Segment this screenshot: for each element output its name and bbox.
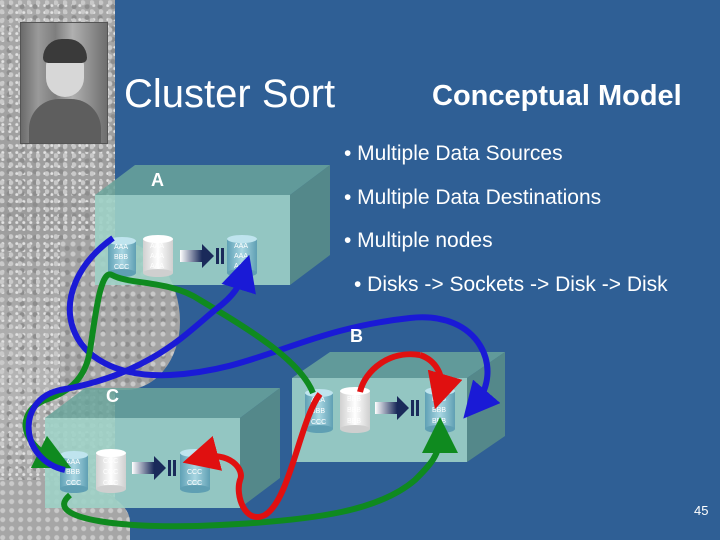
disk-line: CCC: [103, 469, 118, 476]
disk-b-3: BBB BBB BBB: [425, 387, 455, 433]
slide-title: Cluster Sort: [124, 72, 336, 116]
disk-line: AAA: [114, 244, 128, 251]
person-photo: [20, 22, 108, 144]
disk-line: BBB: [432, 418, 446, 425]
disk-line: CCC: [103, 458, 118, 465]
disk-c-2: CCC CCC CCC: [96, 449, 126, 493]
disk-line: BBB: [311, 408, 325, 415]
node-label-a: A: [151, 170, 164, 190]
disk-line: AAA: [234, 243, 248, 250]
disk-line: BBB: [347, 407, 361, 414]
disk-line: CCC: [103, 480, 118, 487]
arrow-b-internal-red: [418, 352, 463, 410]
arrow-b-internal-red-tail: [357, 351, 421, 393]
disk-line: CCC: [114, 264, 129, 271]
bullet-item: • Multiple nodes: [344, 229, 493, 252]
disk-a-3: AAA AAA AAA: [227, 235, 257, 277]
page-number: 45: [694, 503, 709, 518]
disk-line: CCC: [187, 480, 202, 487]
socket-c: [132, 456, 176, 480]
disk-line: CCC: [66, 480, 81, 487]
bullet-item: • Multiple Data Sources: [344, 142, 563, 165]
bullet-item: • Multiple Data Destinations: [344, 186, 602, 209]
node-label-b: B: [350, 326, 363, 346]
disk-line: AAA: [150, 243, 164, 250]
disk-line: AAA: [150, 253, 164, 260]
disk-line: BBB: [432, 407, 446, 414]
disk-line: CCC: [187, 458, 202, 465]
disk-line: AAA: [150, 263, 164, 270]
disk-line: BBB: [347, 396, 361, 403]
disk-b-2: BBB BBB BBB: [340, 387, 370, 433]
disk-line: CCC: [311, 419, 326, 426]
disk-line: BBB: [66, 469, 80, 476]
socket-b: [375, 396, 419, 420]
arrow-b-to-c-red: [182, 392, 323, 520]
disk-a-2: AAA AAA AAA: [143, 235, 173, 277]
disk-line: AAA: [234, 253, 248, 260]
disk-line: AAA: [66, 459, 80, 466]
slide-subtitle: Conceptual Model: [432, 80, 682, 112]
arrow-a-to-b-blue: [66, 235, 501, 419]
arrow-c-to-b-green: [61, 417, 458, 530]
disk-line: BBB: [432, 396, 446, 403]
disk-a-1: AAA BBB CCC: [108, 237, 136, 277]
disk-line: CCC: [187, 469, 202, 476]
disk-line: AAA: [234, 263, 248, 270]
arrow-c-to-a-blue: [25, 254, 256, 473]
disk-line: BBB: [347, 418, 361, 425]
disk-line: BBB: [114, 254, 128, 261]
node-label-c: C: [106, 386, 119, 406]
bullet-item: • Disks -> Sockets -> Disk -> Disk: [354, 273, 668, 296]
